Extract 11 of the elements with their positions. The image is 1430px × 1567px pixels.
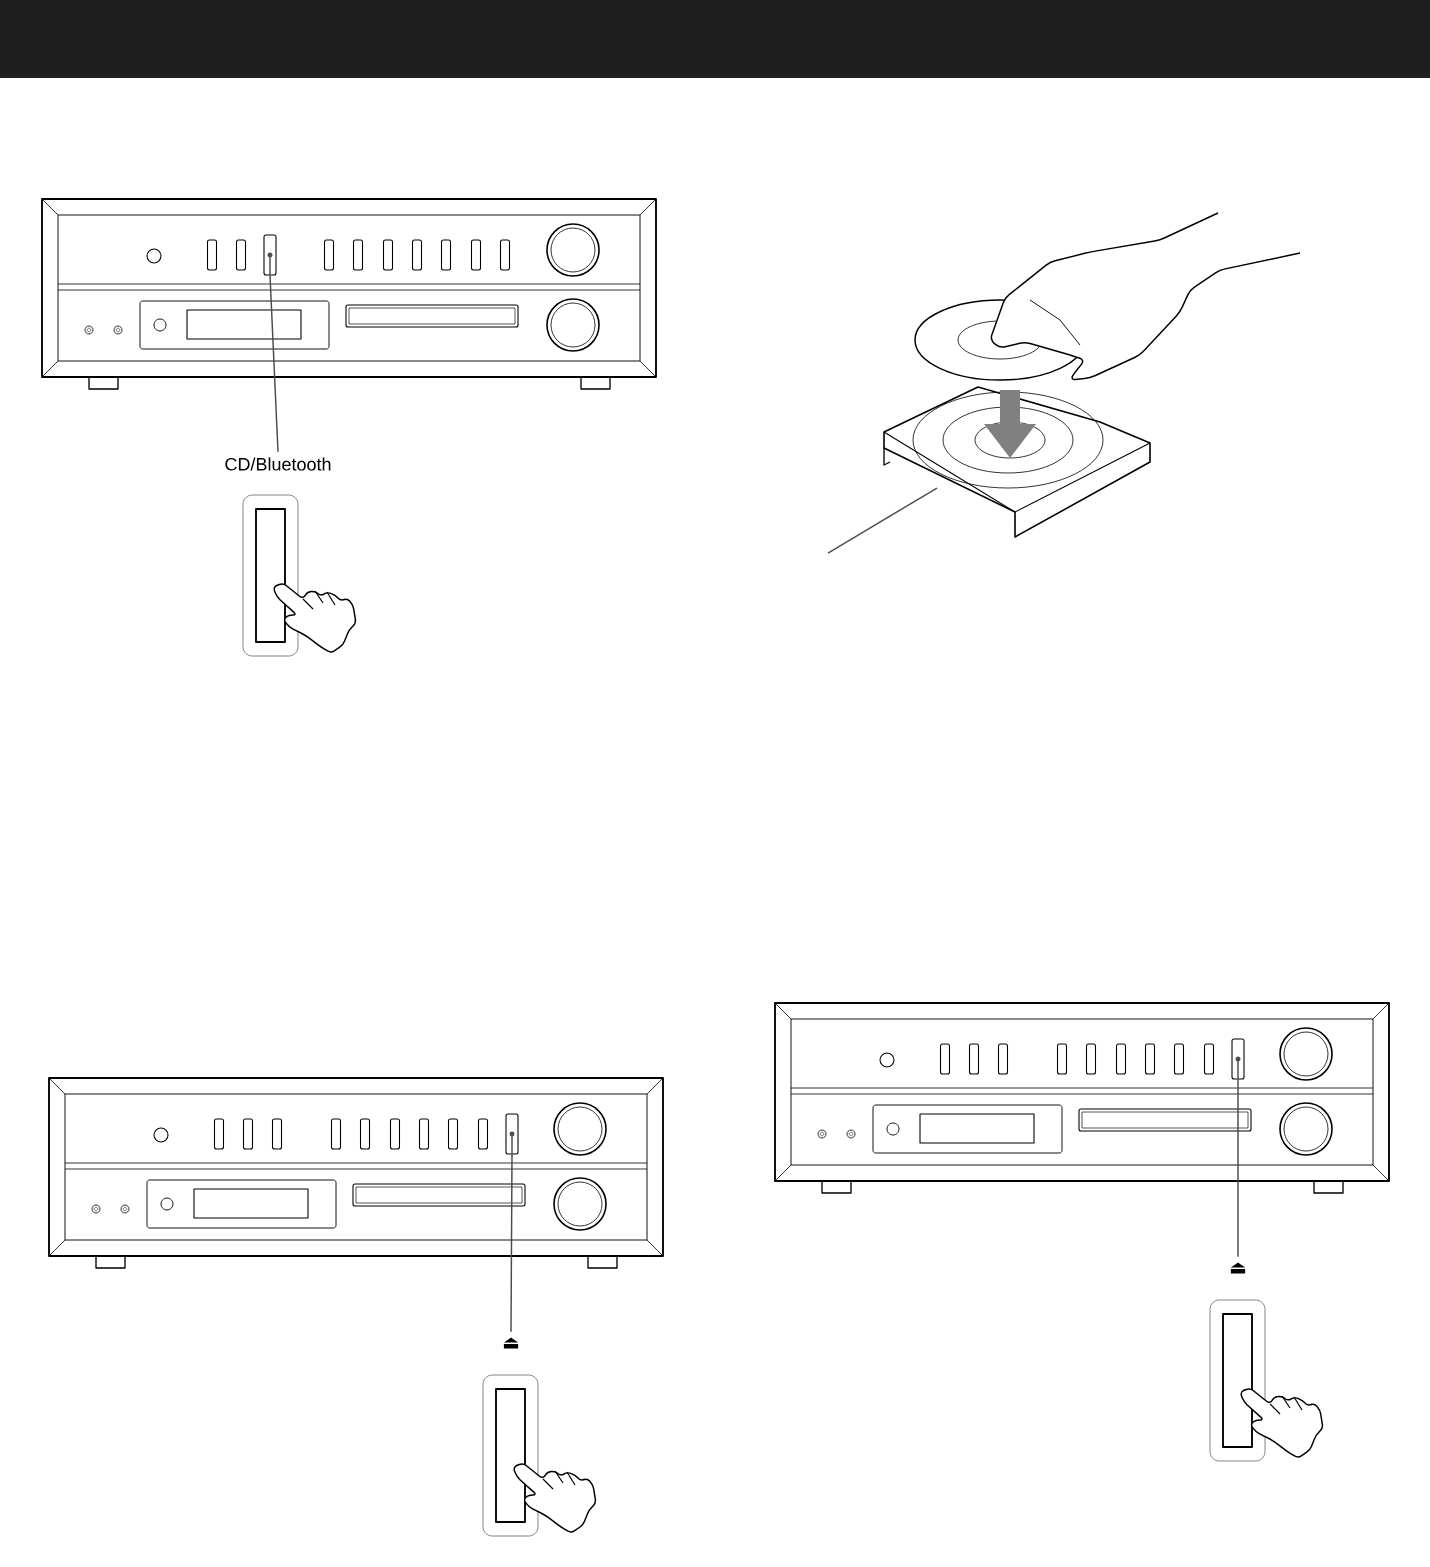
button-label: ⏏ — [503, 1337, 519, 1349]
panel-button — [263, 234, 277, 277]
button-label: ⏏ — [1230, 1262, 1246, 1274]
panel-button — [505, 1113, 519, 1156]
cd-tray-drawing — [883, 212, 1301, 538]
button-label: CD/Bluetooth — [225, 457, 331, 471]
leader-line — [269, 274, 279, 453]
leader-line — [1237, 1078, 1239, 1258]
leader-line — [510, 1153, 513, 1333]
panel-button — [1231, 1038, 1245, 1081]
leader-line — [827, 487, 938, 554]
